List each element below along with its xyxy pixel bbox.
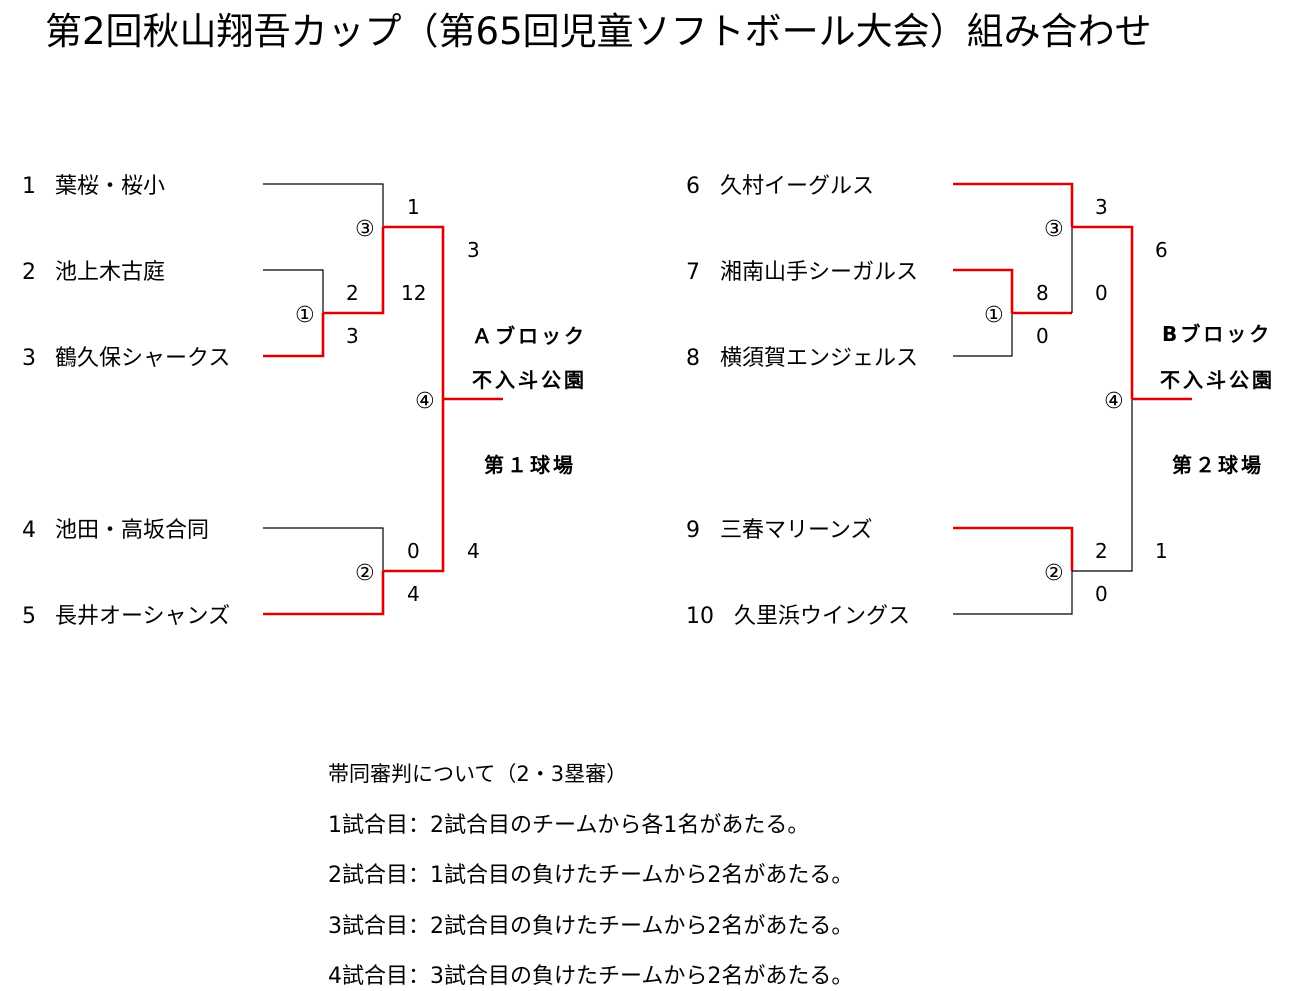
team-entry-5: 5 長井オーシャンズ xyxy=(22,604,230,629)
team-number: 10 xyxy=(686,604,714,629)
b-game2-score-top: 2 xyxy=(1095,539,1108,563)
team-number: 5 xyxy=(22,604,36,629)
a-game2-score-top: 0 xyxy=(407,539,420,563)
a-game1-score-top: 2 xyxy=(346,281,359,305)
team-number: 7 xyxy=(686,260,700,285)
team-name: 鶴久保シャークス xyxy=(55,346,230,371)
a-venue: 不入斗公園 xyxy=(472,368,587,392)
team-name: 長井オーシャンズ xyxy=(55,604,230,629)
team-name: 池田・高坂合同 xyxy=(55,518,209,543)
team-name: 横須賀エンジェルス xyxy=(720,346,918,371)
a-line-g3-win xyxy=(383,225,445,399)
a-line-team2 xyxy=(263,269,324,313)
b-line-team9 xyxy=(953,526,1074,571)
team-number: 2 xyxy=(22,260,36,285)
b-line-g3-win xyxy=(1072,225,1134,399)
team-entry-1: 1 葉桜・桜小 xyxy=(22,174,165,199)
team-entry-6: 6 久村イーグルス xyxy=(686,174,874,199)
team-entry-3: 3 鶴久保シャークス xyxy=(22,346,230,371)
a-game4-score-top: 3 xyxy=(467,238,480,262)
team-name: 葉桜・桜小 xyxy=(55,174,165,199)
team-number: 3 xyxy=(22,346,36,371)
b-game3-score-top: 3 xyxy=(1095,195,1108,219)
note-line-4: 4試合目：3試合目の負けたチームから2名があたる。 xyxy=(328,964,853,989)
note-line-3: 3試合目：2試合目の負けたチームから2名があたる。 xyxy=(328,914,853,939)
a-block-name: Ａブロック xyxy=(472,324,587,348)
a-game4-score-bottom: 4 xyxy=(467,539,480,563)
page-title: 第2回秋山翔吾カップ（第65回児童ソフトボール大会）組み合わせ xyxy=(45,10,1152,53)
b-line-team10 xyxy=(953,571,1073,615)
a-line-team5 xyxy=(263,571,385,616)
a-game2-score-bottom: 4 xyxy=(407,582,420,606)
a-line-team1 xyxy=(263,183,384,227)
team-number: 6 xyxy=(686,174,700,199)
b-line-team8 xyxy=(953,313,1013,357)
team-entry-8: 8 横須賀エンジェルス xyxy=(686,346,918,371)
b-line-team7 xyxy=(953,268,1014,313)
team-name: 久村イーグルス xyxy=(720,174,874,199)
team-number: 8 xyxy=(686,346,700,371)
a-game3-score-top: 1 xyxy=(407,195,420,219)
b-line-team6 xyxy=(953,182,1074,227)
a-game3-score-bottom: 12 xyxy=(401,281,426,305)
a-game1-label: ① xyxy=(295,303,315,328)
team-entry-9: 9 三春マリーンズ xyxy=(686,518,872,543)
a-line-g1-win xyxy=(323,227,385,315)
b-game4-label: ④ xyxy=(1104,389,1124,414)
b-game3-score-bottom: 0 xyxy=(1095,281,1108,305)
b-game2-score-bottom: 0 xyxy=(1095,582,1108,606)
b-game4-score-bottom: 1 xyxy=(1155,539,1168,563)
b-game1-label: ① xyxy=(984,303,1004,328)
note-line-1: 1試合目：2試合目のチームから各1名があたる。 xyxy=(328,813,809,838)
notes-title: 帯同審判について（2・3塁審） xyxy=(328,762,627,786)
team-number: 4 xyxy=(22,518,36,543)
a-game4-label: ④ xyxy=(415,389,435,414)
team-entry-2: 2 池上木古庭 xyxy=(22,260,165,285)
team-name: 三春マリーンズ xyxy=(720,518,872,543)
a-field: 第１球場 xyxy=(484,453,576,477)
a-line-team3 xyxy=(263,313,325,358)
team-number: 1 xyxy=(22,174,36,199)
a-game1-score-bottom: 3 xyxy=(346,324,359,348)
b-game4-score-top: 6 xyxy=(1155,238,1168,262)
a-game3-label: ③ xyxy=(355,217,375,242)
team-name: 池上木古庭 xyxy=(55,260,165,285)
b-line-g2-win xyxy=(1072,399,1133,572)
team-entry-4: 4 池田・高坂合同 xyxy=(22,518,209,543)
b-block-name: Bブロック xyxy=(1162,322,1272,346)
a-line-team4 xyxy=(263,527,384,571)
b-game1-score-bottom: 0 xyxy=(1036,324,1049,348)
note-line-2: 2試合目：1試合目の負けたチームから2名があたる。 xyxy=(328,863,853,888)
team-name: 久里浜ウイングス xyxy=(734,604,910,629)
team-entry-7: 7 湘南山手シーガルス xyxy=(686,260,918,285)
b-venue: 不入斗公園 xyxy=(1160,368,1275,392)
team-number: 9 xyxy=(686,518,700,543)
b-game3-label: ③ xyxy=(1044,217,1064,242)
a-game2-label: ② xyxy=(355,561,375,586)
team-name: 湘南山手シーガルス xyxy=(720,260,918,285)
b-game1-score-top: 8 xyxy=(1036,281,1049,305)
b-game2-label: ② xyxy=(1044,561,1064,586)
a-line-g2-win xyxy=(383,399,445,573)
b-field: 第２球場 xyxy=(1172,453,1264,477)
team-entry-10: 10 久里浜ウイングス xyxy=(686,604,910,629)
